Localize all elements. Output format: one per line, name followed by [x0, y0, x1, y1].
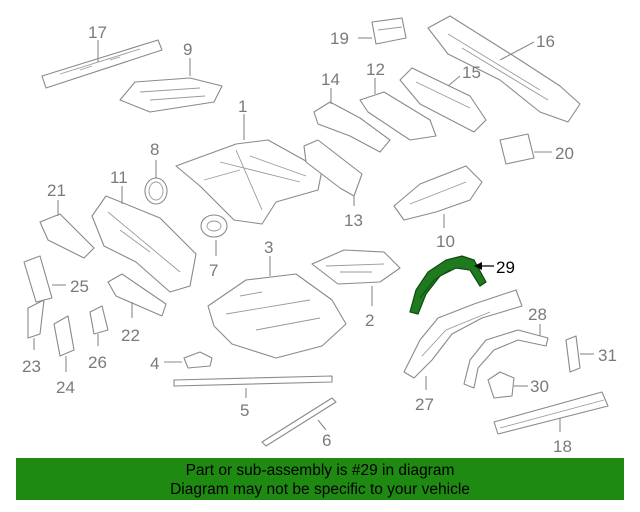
part-9: 9 [119, 40, 223, 113]
label-1: 1 [238, 97, 247, 116]
part-23: 23 [22, 299, 45, 376]
info-banner: Part or sub-assembly is #29 in diagram D… [16, 458, 624, 500]
banner-line-1: Part or sub-assembly is #29 in diagram [185, 462, 455, 479]
label-28: 28 [528, 305, 547, 324]
label-21: 21 [47, 181, 66, 200]
label-5: 5 [240, 401, 249, 420]
part-26: 26 [88, 305, 109, 372]
label-4: 4 [150, 354, 159, 373]
label-17: 17 [88, 23, 107, 42]
label-25: 25 [70, 277, 89, 296]
part-7: 7 [200, 214, 228, 280]
part-8: 8 [144, 140, 168, 205]
part-4: 4 [150, 351, 213, 373]
part-29: 29 [409, 255, 515, 315]
part-28: 28 [463, 305, 549, 389]
label-26: 26 [88, 353, 107, 372]
label-15: 15 [462, 63, 481, 82]
part-11: 11 [91, 168, 197, 293]
part-2: 2 [311, 249, 401, 330]
label-16: 16 [536, 32, 555, 51]
part-12: 12 [359, 60, 437, 141]
part-18: 18 [493, 391, 609, 456]
label-2: 2 [365, 311, 374, 330]
label-22: 22 [121, 326, 140, 345]
label-6: 6 [322, 431, 331, 450]
label-14: 14 [321, 70, 340, 89]
label-12: 12 [366, 60, 385, 79]
part-24: 24 [53, 315, 75, 397]
label-27: 27 [415, 395, 434, 414]
part-3: 3 [207, 238, 347, 359]
part-6: 6 [261, 397, 337, 450]
part-31: 31 [565, 335, 617, 373]
part-17: 17 [41, 23, 163, 89]
part-27: 27 [403, 289, 523, 414]
part-5: 5 [173, 375, 333, 420]
label-10: 10 [436, 232, 455, 251]
part-1: 1 [175, 97, 323, 225]
label-9: 9 [183, 40, 192, 59]
part-16: 16 [427, 15, 581, 123]
label-7: 7 [209, 261, 218, 280]
part-20: 20 [499, 133, 574, 165]
label-23: 23 [22, 357, 41, 376]
part-30: 30 [487, 371, 549, 399]
label-19: 19 [330, 29, 349, 48]
label-11: 11 [110, 168, 128, 187]
part-13: 13 [303, 139, 363, 230]
part-19: 19 [330, 17, 407, 48]
label-20: 20 [555, 144, 574, 163]
label-3: 3 [264, 238, 273, 257]
banner-line-2: Diagram may not be specific to your vehi… [170, 481, 470, 498]
part-14: 14 [313, 70, 391, 153]
part-25: 25 [23, 255, 89, 303]
label-8: 8 [150, 140, 159, 159]
part-22: 22 [107, 273, 167, 345]
part-15: 15 [399, 63, 487, 133]
label-30: 30 [530, 377, 549, 396]
label-31: 31 [598, 346, 617, 365]
label-24: 24 [56, 378, 75, 397]
part-10: 10 [393, 165, 483, 251]
label-13: 13 [344, 211, 363, 230]
label-29: 29 [496, 258, 515, 277]
part-21: 21 [39, 181, 95, 259]
label-18: 18 [553, 437, 572, 456]
